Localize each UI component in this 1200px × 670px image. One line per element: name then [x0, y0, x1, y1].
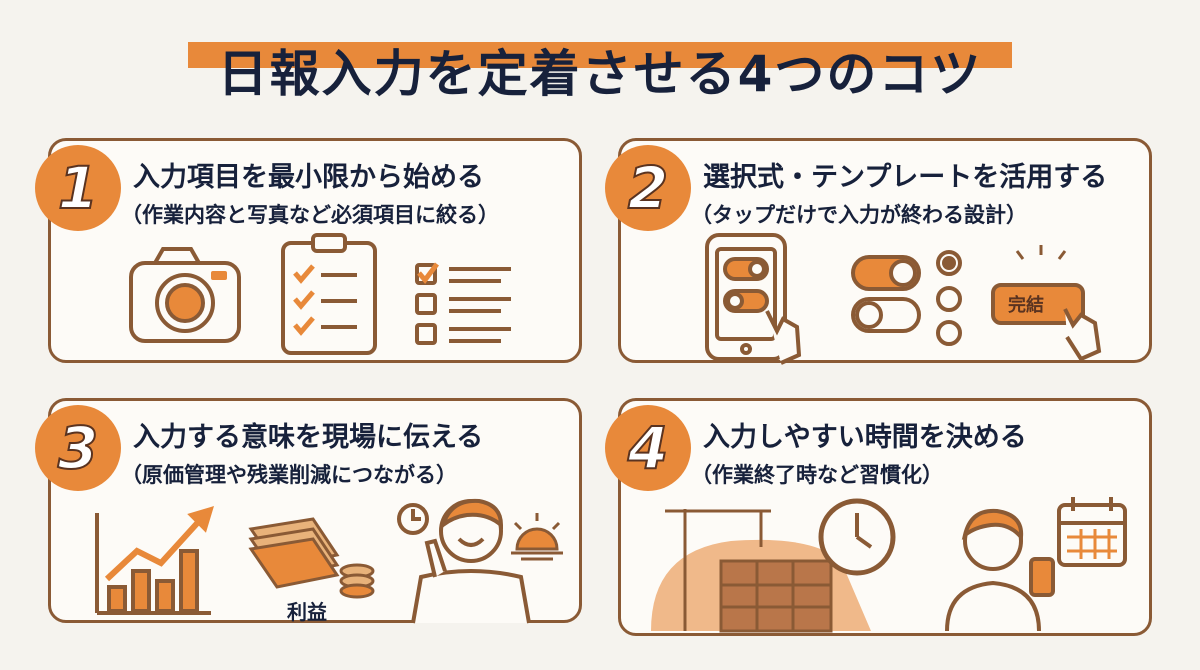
tip-number-badge: 2: [605, 145, 691, 231]
tip-number-badge: 1: [35, 145, 121, 231]
tip-card-3: 3 入力する意味を現場に伝える （原価管理や残業削減につながる） 利益: [35, 398, 582, 624]
tip-heading: 入力する意味を現場に伝える: [133, 422, 484, 453]
tip-subheading: （タップだけで入力が終わる設計）: [691, 203, 1027, 227]
page-title: 日報入力を定着させる4つのコツ: [217, 45, 983, 103]
growth-chart-icon: [95, 506, 214, 615]
clipboard-checklist-icon: [281, 233, 377, 355]
complete-button-icon: 完結: [991, 245, 1102, 362]
tip-number-badge: 4: [605, 405, 691, 491]
tip-card-4: 4 入力しやすい時間を決める （作業終了時など習慣化）: [605, 398, 1152, 636]
radio-button-icon: [936, 250, 962, 346]
person-phone-icon: [945, 508, 1055, 632]
tip-subheading: （原価管理や残業削減につながる）: [121, 463, 457, 487]
complete-button-label: 完結: [1008, 294, 1044, 316]
tip-card-1: 1 入力項目を最小限から始める （作業内容と写真など必須項目に絞る）: [35, 138, 582, 363]
camera-icon: [129, 247, 241, 343]
calendar-icon: [1057, 497, 1127, 567]
construction-site-icon: [651, 509, 871, 633]
smartphone-tap-icon: [705, 233, 802, 365]
toggle-switch-icon: [851, 255, 921, 333]
money-stack-icon: 利益: [248, 517, 375, 624]
tip-4-illustration: [651, 497, 1127, 633]
smiling-worker-icon: [397, 498, 531, 624]
tip-heading: 入力項目を最小限から始める: [133, 162, 484, 193]
tip-heading: 選択式・テンプレートを活用する: [703, 162, 1108, 193]
tip-subheading: （作業内容と写真など必須項目に絞る）: [121, 203, 499, 227]
tip-subheading: （作業終了時など習慣化）: [691, 463, 943, 487]
sunset-icon: [511, 513, 563, 561]
tip-2-illustration: 完結: [705, 233, 1102, 365]
clock-icon: [818, 498, 896, 576]
title-highlight-band: [188, 42, 1012, 68]
title-area: 日報入力を定着させる4つのコツ: [0, 30, 1200, 110]
checkbox-list-icon: [415, 262, 511, 345]
tip-card-2: 2 選択式・テンプレートを活用する （タップだけで入力が終わる設計）: [605, 138, 1152, 365]
tip-heading: 入力しやすい時間を決める: [703, 422, 1027, 453]
tip-number-badge: 3: [35, 405, 121, 491]
profit-label: 利益: [287, 600, 327, 624]
tip-3-illustration: 利益: [95, 498, 563, 624]
tip-1-illustration: [129, 233, 511, 355]
